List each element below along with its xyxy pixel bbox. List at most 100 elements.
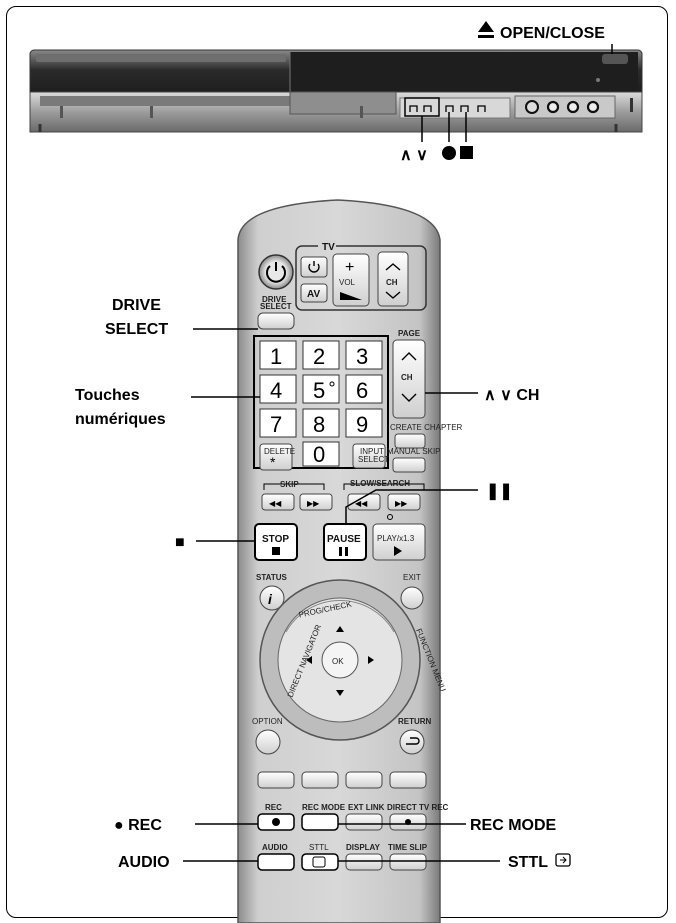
digit-4-button[interactable] xyxy=(259,374,297,404)
callout-numeric-2: numériques xyxy=(75,411,166,428)
svg-text:PAGE: PAGE xyxy=(398,329,421,338)
svg-text:9: 9 xyxy=(356,412,368,437)
callout-audio: AUDIO xyxy=(118,854,170,871)
svg-text:STOP: STOP xyxy=(262,534,289,545)
svg-text:+: + xyxy=(345,259,354,276)
svg-text:1: 1 xyxy=(270,344,282,369)
ok-button[interactable] xyxy=(321,641,359,679)
svg-text:DISPLAY: DISPLAY xyxy=(346,843,381,852)
callout-numeric-1: Touches xyxy=(75,387,140,404)
callout-rec: ● REC xyxy=(114,817,162,834)
skip-forward-button[interactable] xyxy=(299,493,333,511)
callout-sttl: STTL xyxy=(508,854,548,871)
front-rec-dot xyxy=(442,146,456,160)
rec-mode-button[interactable] xyxy=(301,813,339,831)
tv-av-button[interactable] xyxy=(300,283,328,303)
page-channel-rocker[interactable] xyxy=(392,339,426,419)
create-chapter-button[interactable] xyxy=(394,433,426,449)
digit-9-button[interactable] xyxy=(345,408,383,438)
svg-text:RETURN: RETURN xyxy=(398,717,432,726)
callout-drive-select-2: SELECT xyxy=(105,321,168,338)
svg-text:DRIVE: DRIVE xyxy=(262,295,287,304)
tv-control-block xyxy=(295,245,427,311)
display-button[interactable] xyxy=(345,853,383,871)
color-button-4[interactable] xyxy=(389,771,427,789)
svg-text:i: i xyxy=(268,591,273,607)
numeric-pad-frame xyxy=(253,335,389,469)
svg-text:CREATE CHAPTER: CREATE CHAPTER xyxy=(390,423,463,432)
svg-text:7: 7 xyxy=(270,412,282,437)
input-select-button[interactable] xyxy=(352,443,386,469)
front-stop-square xyxy=(460,146,473,159)
digit-5-button[interactable] xyxy=(302,374,340,404)
digit-8-button[interactable] xyxy=(302,408,340,438)
front-leaders: ∧ ∨ xyxy=(400,112,473,164)
status-button[interactable] xyxy=(259,585,285,611)
slow-rewind-button[interactable] xyxy=(347,493,381,511)
digit-7-button[interactable] xyxy=(259,408,297,438)
recorder-front xyxy=(29,49,643,133)
skip-back-button[interactable] xyxy=(261,493,295,511)
svg-text:5: 5 xyxy=(313,378,325,403)
callout-pause: ❚❚ xyxy=(486,483,513,501)
nav-down-arrow[interactable] xyxy=(336,690,344,696)
stop-button[interactable] xyxy=(254,523,298,561)
svg-text:AUDIO: AUDIO xyxy=(262,843,288,852)
svg-text:EXIT: EXIT xyxy=(403,573,421,582)
callout-rec-mode: REC MODE xyxy=(470,817,557,834)
svg-text:SKIP: SKIP xyxy=(280,480,299,489)
svg-text:STTL: STTL xyxy=(309,843,329,852)
svg-text:4: 4 xyxy=(270,378,282,403)
svg-text:◀◀: ◀◀ xyxy=(355,499,368,508)
svg-text:VOL: VOL xyxy=(339,278,356,287)
digit-3-button[interactable] xyxy=(345,340,383,370)
pause-button[interactable] xyxy=(323,523,367,561)
svg-text:STATUS: STATUS xyxy=(256,573,287,582)
svg-text:2: 2 xyxy=(313,344,325,369)
color-button-3[interactable] xyxy=(345,771,383,789)
svg-text:6: 6 xyxy=(356,378,368,403)
svg-text:0: 0 xyxy=(313,442,325,467)
svg-text:▶▶: ▶▶ xyxy=(395,499,408,508)
slow-forward-button[interactable] xyxy=(387,493,421,511)
sttl-button[interactable] xyxy=(301,853,339,871)
svg-text:SELECT: SELECT xyxy=(260,302,292,311)
return-button[interactable] xyxy=(399,729,425,755)
color-button-1[interactable] xyxy=(257,771,295,789)
digit-6-button[interactable] xyxy=(345,374,383,404)
nav-up-arrow[interactable] xyxy=(336,626,344,632)
nav-right-arrow[interactable] xyxy=(368,656,374,664)
svg-text:8: 8 xyxy=(313,412,325,437)
exit-button[interactable] xyxy=(400,586,424,610)
digit-0-button[interactable] xyxy=(302,441,340,467)
power-button[interactable] xyxy=(258,254,294,290)
svg-text:CH: CH xyxy=(386,278,398,287)
svg-text:PAUSE: PAUSE xyxy=(327,534,361,545)
svg-text:PLAY/x1.3: PLAY/x1.3 xyxy=(377,534,415,543)
svg-text:3: 3 xyxy=(356,344,368,369)
digit-1-button[interactable] xyxy=(259,340,297,370)
svg-text:REC: REC xyxy=(265,803,282,812)
play-button[interactable] xyxy=(372,523,426,561)
callout-ch: ∧ ∨ CH xyxy=(484,387,539,404)
svg-text:DIRECT TV REC: DIRECT TV REC xyxy=(387,803,449,812)
nav-left-arrow[interactable] xyxy=(306,656,312,664)
color-button-2[interactable] xyxy=(301,771,339,789)
svg-text:CH: CH xyxy=(401,373,413,382)
ext-link-button[interactable] xyxy=(345,813,383,831)
delete-button[interactable] xyxy=(259,443,293,471)
manual-skip-button[interactable] xyxy=(392,457,426,473)
drive-select-button[interactable] xyxy=(257,312,295,330)
audio-button[interactable] xyxy=(257,853,295,871)
tv-power-button[interactable] xyxy=(300,256,328,278)
svg-text:TV: TV xyxy=(322,242,335,253)
digit-2-button[interactable] xyxy=(302,340,340,370)
svg-text:◀◀: ◀◀ xyxy=(269,499,282,508)
time-slip-button[interactable] xyxy=(389,853,427,871)
tv-channel-rocker[interactable] xyxy=(377,251,409,307)
sttl-icon xyxy=(555,853,571,867)
option-button[interactable] xyxy=(255,729,281,755)
svg-text:AV: AV xyxy=(307,289,320,300)
